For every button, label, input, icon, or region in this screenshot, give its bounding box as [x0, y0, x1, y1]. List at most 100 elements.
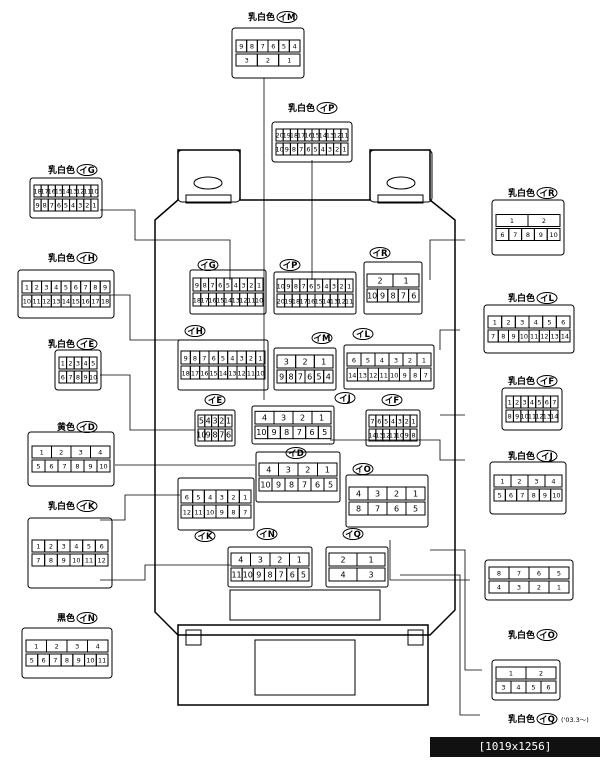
block-ih-bottom-pin: 18: [182, 369, 190, 377]
block-ih-bottom-pin: 12: [238, 369, 246, 377]
block-ip-bottom-cell: [344, 293, 354, 308]
block-ik-top-pin: 1: [243, 493, 247, 501]
block-ij-top-pin: 2: [300, 413, 305, 422]
block-ie-bottom-pin: 6: [226, 431, 231, 440]
connector-code-badge: [536, 292, 558, 304]
connector-ij-top-pin: 4: [551, 478, 555, 486]
block-ih-bottom-cell: [255, 365, 266, 380]
connector-if-top-pin: 4: [530, 399, 534, 407]
block-ir-bottom-pin: 9: [380, 291, 385, 300]
connector-ie-bottom-pin: 10: [89, 374, 97, 382]
block-ig-bottom-pin: 16: [208, 296, 216, 304]
connector-ip-top-pin: 16: [304, 132, 312, 140]
block-ik-top-pin: 2: [231, 493, 235, 501]
block-ip-top-pin: 5: [317, 282, 321, 290]
connector-ip-bottom-pin: 3: [328, 146, 332, 154]
connector-id-bottom-pin: 8: [75, 463, 79, 471]
connector-in-top-cell: [87, 639, 109, 653]
connector-ig-top-pin: 15: [55, 188, 63, 196]
leader-lines: [100, 78, 482, 716]
connector-ik-bottom-pin: 10: [72, 557, 80, 565]
connector-iq_right-top-cell: [548, 566, 570, 580]
block-id-bottom-pin: 8: [289, 480, 294, 489]
connector-ie-top-pin: 1: [61, 360, 65, 368]
connector-color-label: 乳白色: [508, 713, 535, 725]
connector-code-badge: [536, 187, 558, 199]
block-ih-bottom-pin: 14: [219, 369, 227, 377]
connector-code-badge: [536, 450, 558, 462]
connector-il-top-pin: 6: [561, 319, 565, 327]
block-in-bottom-pin: 10: [243, 570, 253, 579]
block-ih-bottom-pin: 15: [210, 369, 218, 377]
connector-id-bottom-cell: [96, 459, 111, 473]
connector-in-top-pin: 2: [55, 643, 59, 651]
connector-ie-top-pin: 4: [84, 360, 88, 368]
connector-ip-top-pin: 20: [275, 132, 283, 140]
connector-io-bottom-pin: 3: [501, 684, 505, 692]
connector-code: イR: [539, 189, 555, 199]
block-if-bottom-pin: 11: [389, 432, 397, 440]
block-in-bottom-pin: 7: [279, 570, 284, 579]
connector-ik-bottom-pin: 9: [62, 557, 66, 565]
connector-ij-top-cell: [544, 474, 563, 488]
block-il-top-pin: 4: [380, 356, 384, 364]
block-ig-top-pin: 7: [210, 281, 214, 289]
connector-code-badge: [76, 612, 98, 624]
block-ih-top-cell: [255, 350, 266, 365]
connector-im-top-pin: 8: [250, 43, 254, 51]
connector-il-bottom-pin: 12: [540, 333, 548, 341]
connector-ij-top-pin: 3: [534, 478, 538, 486]
connector-ir-bottom-pin: 7: [513, 231, 517, 239]
connector-code-badge: [276, 11, 298, 23]
block-ip-top-pin: 3: [332, 282, 336, 290]
connector-code-badge: [352, 463, 374, 475]
connector-im-bottom-cell: [278, 53, 301, 67]
block-il-bottom-pin: 9: [403, 371, 407, 379]
block-if-top-pin: 4: [391, 418, 395, 426]
connector-code: イH: [187, 327, 203, 337]
connector-in-bottom-pin: 6: [42, 657, 46, 665]
block-in-bottom-pin: 5: [301, 570, 306, 579]
block-ip-bottom-pin: 14: [322, 297, 330, 305]
connector-im-top-cell: [288, 39, 301, 53]
block-in-bottom-pin: 6: [290, 570, 295, 579]
connector-code-badge: [184, 325, 206, 337]
connector-color-label: 乳白色: [508, 292, 535, 304]
connector-code: イO: [539, 631, 555, 641]
block-ir-bottom-cell: [408, 288, 420, 303]
connector-iq_right-top-pin: 5: [557, 570, 561, 578]
block-ip-top-pin: 10: [277, 282, 285, 290]
connector-ih-top-pin: 4: [54, 284, 58, 292]
connector-if-bottom-pin: 8: [508, 413, 512, 421]
connector-ip-top-pin: 14: [319, 132, 327, 140]
block-im-top-cell: [313, 354, 334, 369]
block-ie-top-pin: 5: [199, 417, 204, 426]
block-io-bottom-pin: 7: [375, 504, 380, 513]
block-if-top-cell: [409, 414, 418, 428]
block-ik-bottom-pin: 9: [220, 508, 224, 516]
connector-ip-bottom-pin: 10: [275, 146, 283, 154]
block-if-top-pin: 2: [405, 418, 409, 426]
connector-il-top-pin: 4: [534, 319, 538, 327]
block-if-bottom-pin: 14: [368, 432, 376, 440]
connector-io-top-cell: [525, 666, 557, 680]
block-ig-bottom-pin: 17: [201, 296, 209, 304]
connector-im-bottom-pin: 1: [287, 57, 291, 65]
connector-code-badge: [352, 328, 374, 340]
block-in-bottom-cell: [297, 567, 310, 582]
block-ig-bottom-cell: [254, 292, 264, 307]
block-ij-top-cell: [311, 410, 332, 425]
block-ik-bottom-pin: 11: [194, 508, 202, 516]
block-io-top-pin: 3: [375, 489, 380, 498]
connector-ig-top-pin: 17: [41, 188, 49, 196]
connector-io-top-pin: 2: [539, 670, 543, 678]
connector-ih-top-pin: 9: [103, 284, 107, 292]
connector-code-badge: [316, 102, 338, 114]
connector-code: イK: [197, 532, 213, 542]
connector-ig-top-pin: 12: [76, 188, 84, 196]
block-ip-bottom-pin: 11: [345, 297, 353, 305]
